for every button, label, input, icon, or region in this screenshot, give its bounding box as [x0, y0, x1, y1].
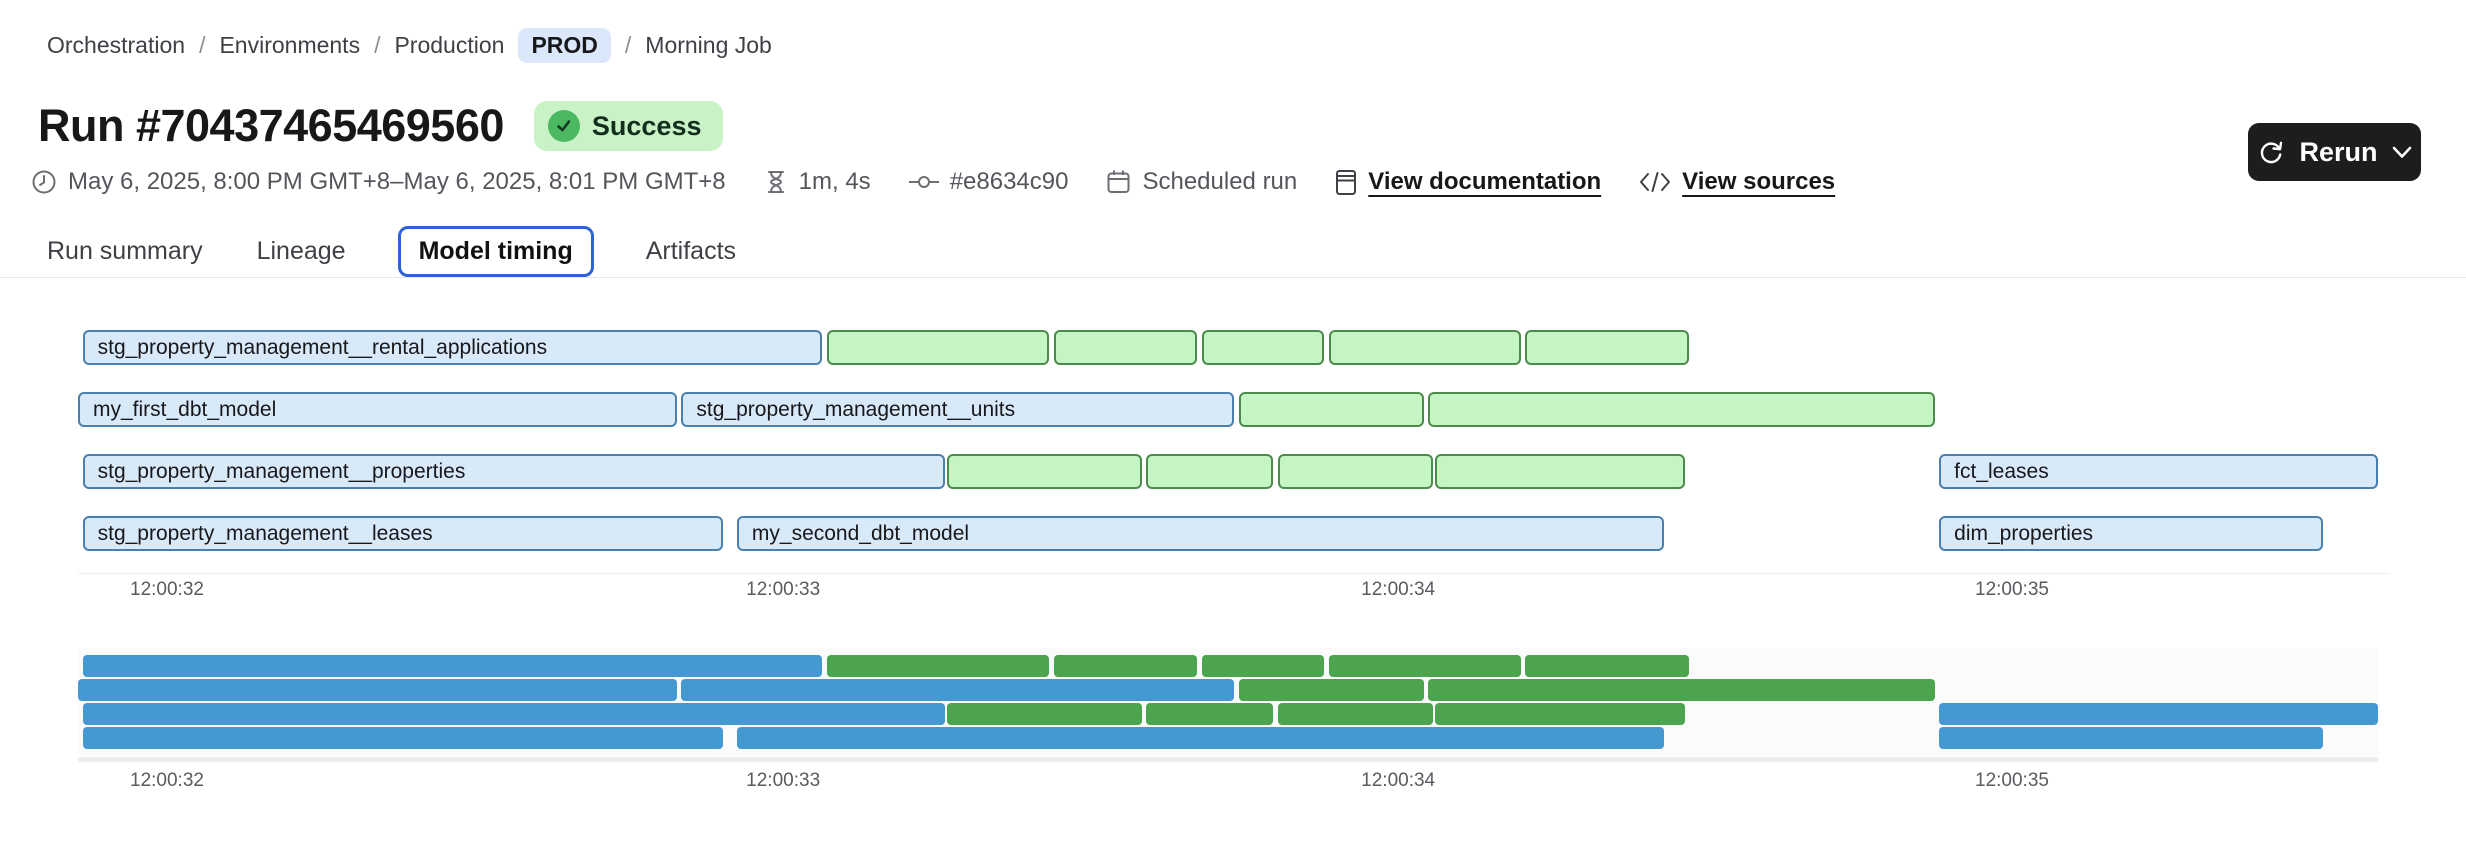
run-commit-text: #e8634c90	[949, 168, 1069, 195]
breadcrumb-separator: /	[624, 32, 632, 58]
run-duration-text: 1m, 4s	[798, 168, 871, 195]
gantt-bar-my_first_dbt_model[interactable]: my_first_dbt_model	[78, 392, 677, 427]
minimap-bar	[1435, 703, 1685, 725]
code-icon	[1640, 172, 1671, 192]
gantt-bar-segment[interactable]	[1328, 330, 1521, 365]
breadcrumb-item-orchestration[interactable]: Orchestration	[47, 32, 186, 58]
gantt-bar-label: fct_leases	[1954, 459, 2049, 483]
view-documentation-link[interactable]: View documentation	[1335, 168, 1601, 196]
view-documentation-label[interactable]: View documentation	[1368, 168, 1602, 195]
minimap-bar	[1525, 655, 1690, 677]
gantt-bar-stg_property_management__units[interactable]: stg_property_management__units	[681, 392, 1234, 427]
hourglass-icon	[767, 171, 784, 193]
axis-tick-label: 12:00:32	[130, 579, 204, 600]
gantt-bar-segment[interactable]	[1277, 454, 1433, 489]
breadcrumb-separator: /	[199, 32, 206, 58]
run-trigger: Scheduled run	[1106, 168, 1297, 196]
title-row: Run #70437465469560 Success	[38, 100, 724, 152]
calendar-icon	[1107, 170, 1130, 193]
minimap-bar	[947, 703, 1142, 725]
run-trigger-text: Scheduled run	[1142, 168, 1298, 195]
gantt-bar-label: stg_property_management__leases	[97, 521, 433, 545]
gantt-bar-label: stg_property_management__rental_applicat…	[97, 335, 548, 359]
gantt-bar-label: stg_property_management__properties	[97, 459, 466, 483]
gantt-bar-stg_property_management__rental_applications[interactable]: stg_property_management__rental_applicat…	[82, 330, 823, 365]
axis-tick-label: 12:00:34	[1361, 579, 1436, 600]
run-time-range-text: May 6, 2025, 8:00 PM GMT+8–May 6, 2025, …	[68, 168, 726, 195]
minimap-bar	[1939, 703, 2379, 725]
environment-badge: PROD	[518, 28, 611, 63]
minimap-bar	[827, 655, 1050, 677]
rerun-label: Rerun	[2299, 136, 2378, 167]
axis-tick-label: 12:00:33	[746, 579, 821, 600]
minimap-bar	[1146, 703, 1274, 725]
minimap-bar	[1428, 679, 1935, 701]
gantt-bar-fct_leases[interactable]: fct_leases	[1939, 454, 2379, 489]
page-title: Run #70437465469560	[38, 100, 504, 151]
run-duration: 1m, 4s	[764, 168, 871, 196]
gantt-bar-label: stg_property_management__units	[696, 397, 1016, 421]
gantt-bar-segment[interactable]	[1053, 330, 1197, 365]
check-icon	[547, 110, 580, 142]
view-sources-label[interactable]: View sources	[1682, 168, 1836, 195]
minimap-bar	[1939, 727, 2323, 749]
axis-tick-label: 12:00:35	[1975, 770, 2049, 791]
minimap-bar	[1053, 655, 1197, 677]
axis-tick-label: 12:00:34	[1361, 770, 1436, 791]
gantt-bar-stg_property_management__leases[interactable]: stg_property_management__leases	[82, 516, 724, 551]
axis-tick-label: 12:00:32	[130, 770, 204, 791]
tab-model-timing[interactable]: Model timing	[397, 226, 594, 277]
gantt-bar-my_second_dbt_model[interactable]: my_second_dbt_model	[736, 516, 1665, 551]
gantt-bar-dim_properties[interactable]: dim_properties	[1939, 516, 2323, 551]
status-badge: Success	[533, 101, 724, 151]
gantt-bar-label: dim_properties	[1954, 521, 2094, 545]
run-time-range: May 6, 2025, 8:00 PM GMT+8–May 6, 2025, …	[31, 168, 726, 196]
tab-artifacts[interactable]: Artifacts	[645, 237, 737, 265]
minimap-bar	[736, 727, 1665, 749]
axis-tick-label: 12:00:35	[1975, 579, 2049, 600]
gantt-bar-segment[interactable]	[1201, 330, 1325, 365]
breadcrumb: Orchestration / Environments / Productio…	[47, 28, 772, 63]
breadcrumb-item-morning-job[interactable]: Morning Job	[645, 32, 772, 58]
gantt-bar-segment[interactable]	[1435, 454, 1685, 489]
view-sources-link[interactable]: View sources	[1639, 168, 1835, 196]
gantt-bar-segment[interactable]	[1238, 392, 1424, 427]
tab-run-summary[interactable]: Run summary	[47, 237, 203, 265]
gantt-bar-label: my_first_dbt_model	[93, 397, 277, 421]
gantt-bar-segment[interactable]	[947, 454, 1142, 489]
axis-line	[78, 573, 2390, 574]
model-timing-gantt: stg_property_management__rental_applicat…	[78, 330, 2390, 810]
tab-bar: Run summary Lineage Model timing Artifac…	[0, 226, 2466, 278]
gantt-bar-segment[interactable]	[1428, 392, 1935, 427]
run-meta-row: May 6, 2025, 8:00 PM GMT+8–May 6, 2025, …	[31, 168, 1835, 196]
gantt-bar-stg_property_management__properties[interactable]: stg_property_management__properties	[82, 454, 945, 489]
clock-icon	[32, 170, 56, 194]
document-icon	[1336, 169, 1357, 195]
gantt-bar-segment[interactable]	[1146, 454, 1274, 489]
gantt-bar-segment[interactable]	[1525, 330, 1690, 365]
minimap-bar	[1328, 655, 1521, 677]
minimap-bar	[82, 727, 724, 749]
rerun-button[interactable]: Rerun	[2248, 123, 2421, 181]
minimap-bar	[82, 703, 945, 725]
status-label: Success	[591, 110, 702, 141]
minimap-bar	[681, 679, 1234, 701]
breadcrumb-item-production[interactable]: Production	[394, 32, 505, 58]
tab-lineage[interactable]: Lineage	[256, 237, 346, 265]
breadcrumb-item-environments[interactable]: Environments	[219, 32, 361, 58]
gantt-bar-label: my_second_dbt_model	[751, 521, 970, 545]
minimap-bar	[82, 655, 823, 677]
minimap-bar	[1238, 679, 1424, 701]
minimap-bar	[78, 679, 677, 701]
minimap-brush-track[interactable]	[78, 757, 2379, 762]
breadcrumb-separator: /	[374, 32, 381, 58]
minimap-bar	[1277, 703, 1433, 725]
chevron-down-icon[interactable]	[2392, 146, 2412, 159]
refresh-icon	[2261, 141, 2283, 164]
minimap-bar	[1201, 655, 1325, 677]
run-commit: #e8634c90	[908, 168, 1069, 196]
commit-icon	[908, 176, 939, 188]
gantt-bar-segment[interactable]	[827, 330, 1050, 365]
axis-tick-label: 12:00:33	[746, 770, 821, 791]
